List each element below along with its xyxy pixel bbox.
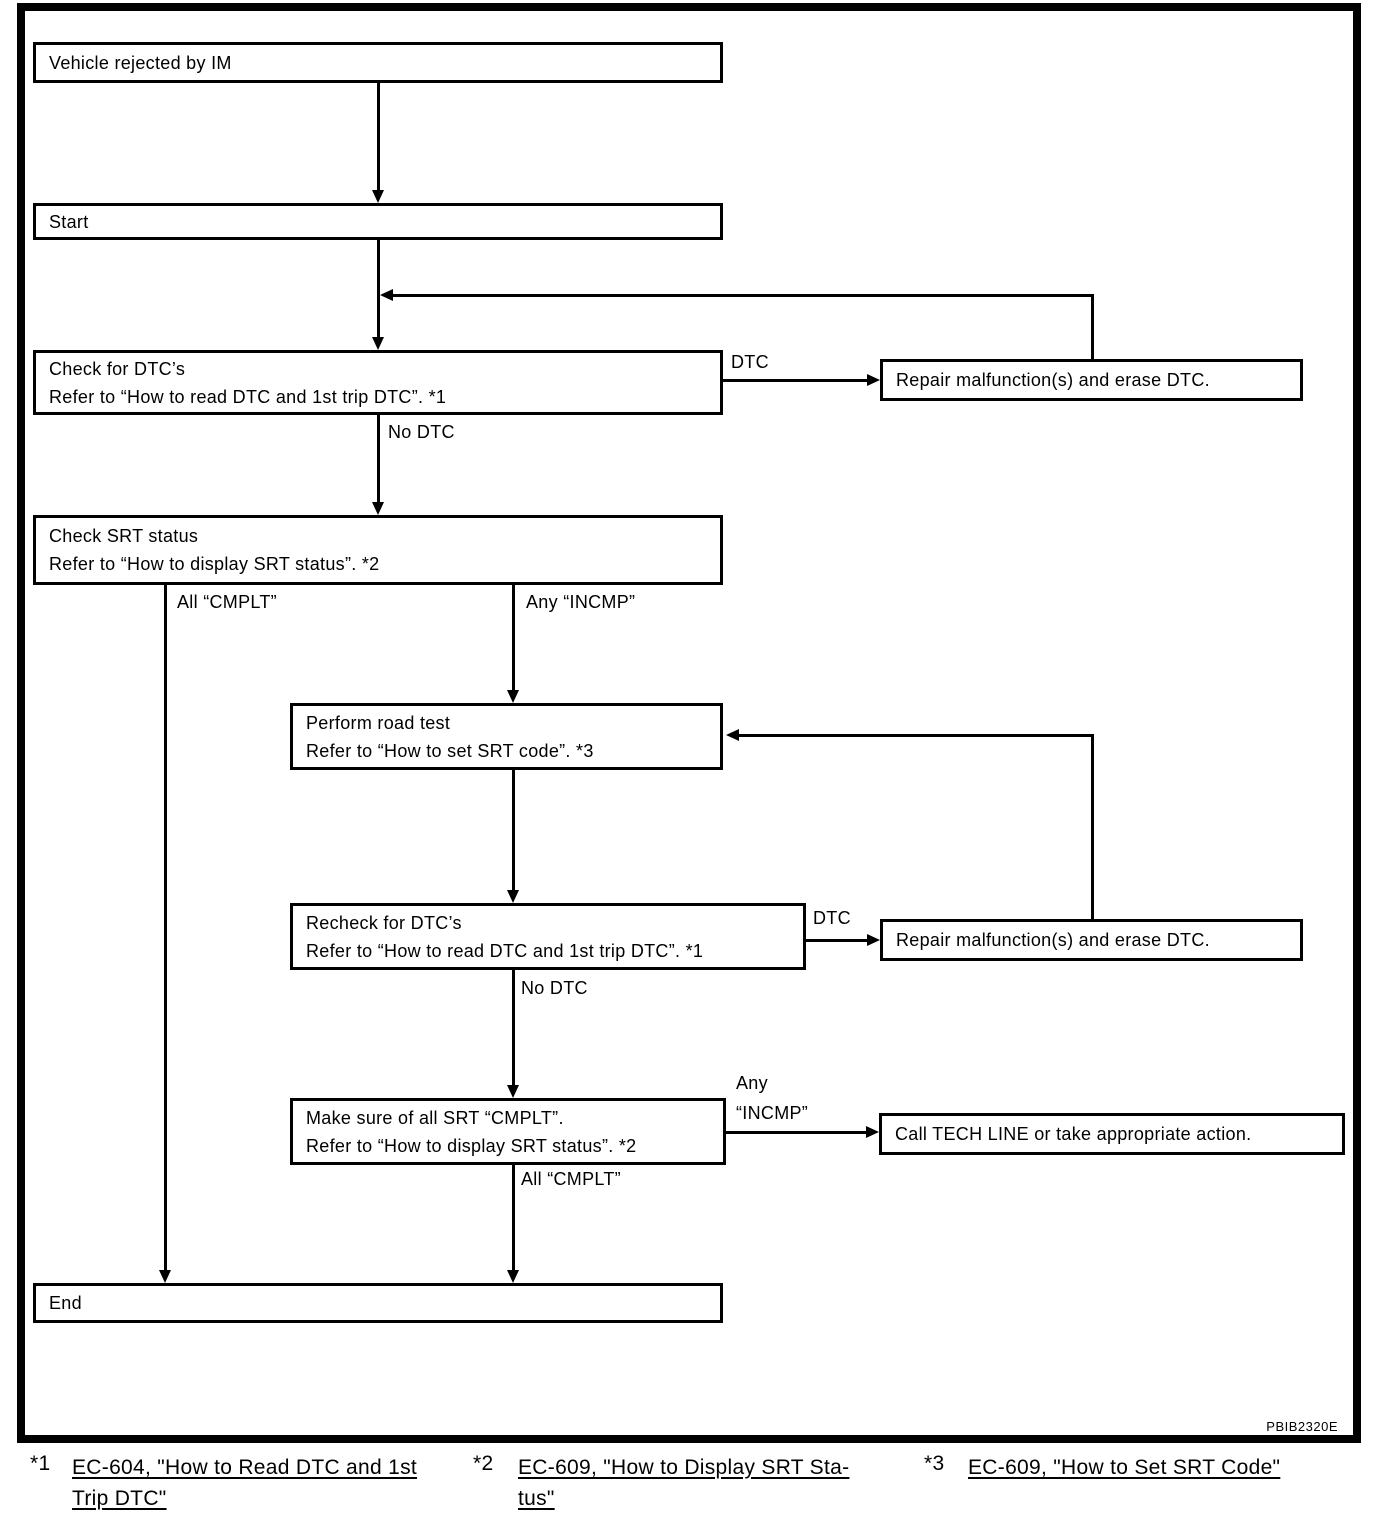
connector-start-to-check-dtc <box>377 240 380 339</box>
edge-label-dtc-2: DTC <box>813 908 851 928</box>
node-text: Call TECH LINE or take appropriate actio… <box>895 1124 1252 1144</box>
node-text: Repair malfunction(s) and erase DTC. <box>896 930 1210 950</box>
node-text: Refer to “How to read DTC and 1st trip D… <box>306 940 704 961</box>
footnote-line[interactable]: tus" <box>518 1487 555 1510</box>
diagram-border <box>17 3 1361 1443</box>
node-text: Make sure of all SRT “CMPLT”. <box>306 1107 564 1128</box>
arrow-down-icon <box>159 1270 171 1283</box>
arrow-right-icon <box>867 374 880 386</box>
connector-no-dtc-to-make-sure <box>512 969 515 1087</box>
node-start: Start <box>33 203 723 240</box>
node-text: Refer to “How to display SRT status”. *2 <box>306 1135 637 1156</box>
node-recheck-dtc: Recheck for DTC’s Refer to “How to read … <box>290 903 806 970</box>
edge-label-line: Any <box>736 1073 768 1093</box>
edge-label-any-incmp-1: Any “INCMP” <box>526 592 636 612</box>
figure-code: PBIB2320E <box>1266 1419 1338 1434</box>
footnote-line[interactable]: EC-609, "How to Set SRT Code" <box>968 1456 1281 1479</box>
node-end: End <box>33 1283 723 1323</box>
arrow-right-icon <box>867 934 880 946</box>
node-text: Check SRT status <box>49 526 199 546</box>
node-repair-erase-dtc-2: Repair malfunction(s) and erase DTC. <box>880 919 1303 961</box>
edge-label-no-dtc-1: No DTC <box>388 422 455 442</box>
footnote-line[interactable]: Trip DTC" <box>72 1487 167 1510</box>
node-perform-road-test: Perform road test Refer to “How to set S… <box>290 703 723 770</box>
connector-repair1-feedback-riser <box>1091 294 1094 359</box>
connector-all-cmplt2-to-end <box>512 1164 515 1272</box>
edge-label-line: “INCMP” <box>736 1103 809 1123</box>
node-text: Vehicle rejected by IM <box>49 52 232 73</box>
node-text: Refer to “How to read DTC and 1st trip D… <box>49 386 447 407</box>
node-text: Refer to “How to set SRT code”. *3 <box>306 740 594 761</box>
node-check-dtc: Check for DTC’s Refer to “How to read DT… <box>33 350 723 415</box>
node-text: Repair malfunction(s) and erase DTC. <box>896 370 1210 390</box>
connector-any-incmp-to-road-test <box>512 584 515 692</box>
node-text: Refer to “How to display SRT status”. *2 <box>49 554 380 574</box>
edge-label-all-cmplt-1: All “CMPLT” <box>177 592 277 612</box>
node-text: Start <box>49 211 89 232</box>
edge-label-no-dtc-2: No DTC <box>521 978 588 998</box>
arrow-left-icon <box>380 289 393 301</box>
node-call-tech-line: Call TECH LINE or take appropriate actio… <box>879 1113 1345 1155</box>
edge-label-any-incmp-2: Any “INCMP” <box>736 1068 808 1128</box>
footnote-link-2[interactable]: EC-609, "How to Display SRT Sta- tus" <box>518 1452 849 1514</box>
arrow-down-icon <box>507 1270 519 1283</box>
node-text: Recheck for DTC’s <box>306 912 462 933</box>
node-text: Perform road test <box>306 712 451 733</box>
arrow-down-icon <box>507 1085 519 1098</box>
arrow-down-icon <box>372 190 384 203</box>
arrow-down-icon <box>372 337 384 350</box>
edge-label-dtc-1: DTC <box>731 352 769 372</box>
footnote-line[interactable]: EC-604, "How to Read DTC and 1st <box>72 1456 418 1479</box>
connector-no-dtc-to-check-srt <box>377 414 380 504</box>
connector-dtc-to-repair1 <box>723 379 869 382</box>
footnote-marker-1: *1 <box>30 1452 51 1475</box>
node-text: End <box>49 1293 82 1313</box>
connector-repair2-feedback-horizontal <box>739 734 1093 737</box>
footnote-line[interactable]: EC-609, "How to Display SRT Sta- <box>518 1456 850 1479</box>
connector-vehicle-to-start <box>377 83 380 192</box>
arrow-down-icon <box>507 890 519 903</box>
connector-all-cmplt-to-end <box>164 584 167 1272</box>
connector-any-incmp-to-call-tech <box>726 1131 868 1134</box>
footnote-link-3[interactable]: EC-609, "How to Set SRT Code" <box>968 1452 1280 1483</box>
connector-road-test-to-recheck <box>512 769 515 892</box>
connector-dtc-to-repair2 <box>806 939 869 942</box>
node-check-srt-status: Check SRT status Refer to “How to displa… <box>33 515 723 585</box>
node-text: Check for DTC’s <box>49 358 186 379</box>
edge-label-all-cmplt-2: All “CMPLT” <box>521 1169 621 1189</box>
connector-repair1-feedback-horizontal <box>393 294 1093 297</box>
arrow-left-icon <box>726 729 739 741</box>
node-vehicle-rejected: Vehicle rejected by IM <box>33 42 723 83</box>
node-repair-erase-dtc-1: Repair malfunction(s) and erase DTC. <box>880 359 1303 401</box>
footnote-link-1[interactable]: EC-604, "How to Read DTC and 1st Trip DT… <box>72 1452 417 1514</box>
footnote-marker-2: *2 <box>473 1452 494 1475</box>
connector-repair2-feedback-riser <box>1091 734 1094 919</box>
arrow-down-icon <box>372 502 384 515</box>
footnote-marker-3: *3 <box>924 1452 945 1475</box>
arrow-right-icon <box>866 1126 879 1138</box>
arrow-down-icon <box>507 690 519 703</box>
node-make-sure-srt-cmplt: Make sure of all SRT “CMPLT”. Refer to “… <box>290 1098 726 1165</box>
